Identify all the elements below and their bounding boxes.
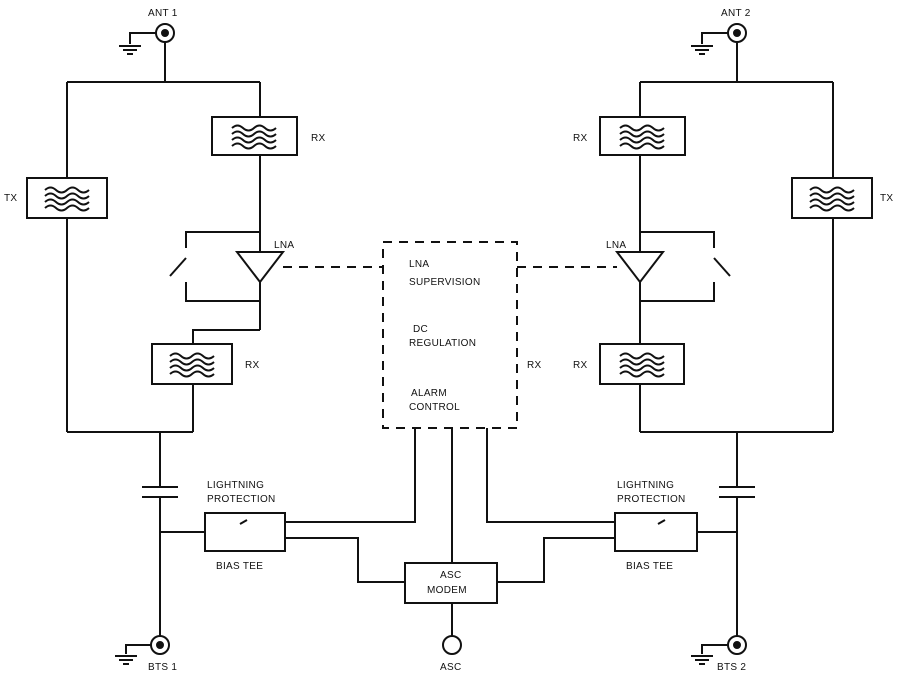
tx-filter-right (791, 177, 873, 219)
bts2-label: BTS 2 (717, 662, 746, 673)
rx-top-left-label: RX (311, 133, 326, 144)
bts-1-connector (114, 635, 170, 665)
left-capacitor (142, 486, 178, 498)
dc-regulation-line2: REGULATION (409, 338, 476, 349)
alarm-control-line1: ALARM (411, 388, 447, 399)
lna-right-amplifier (614, 251, 666, 284)
bias-tee-right-box (614, 512, 698, 552)
bias-tee-left-box (204, 512, 286, 552)
rx-filter-bottom-left (151, 343, 233, 385)
lightning-left-line2: PROTECTION (207, 494, 276, 505)
rx-bottom-right-label: RX (573, 360, 588, 371)
right-capacitor (719, 486, 755, 498)
alarm-control-line2: CONTROL (409, 402, 460, 413)
rx-top-right-label: RX (573, 133, 588, 144)
bts1-label: BTS 1 (148, 662, 177, 673)
modem-line1: ASC (440, 570, 461, 581)
rx-center-label: RX (527, 360, 542, 371)
tx-right-label: TX (880, 193, 893, 204)
asc-modem-box (404, 562, 498, 604)
lna-supervision-line2: SUPERVISION (409, 277, 480, 288)
right-wiring (639, 42, 834, 636)
asc-connector (442, 635, 462, 655)
modem-line2: MODEM (427, 585, 467, 596)
rx-bottom-left-label: RX (245, 360, 260, 371)
tx-left-label: TX (4, 193, 17, 204)
left-wiring (66, 42, 261, 636)
lna-right-label: LNA (606, 240, 626, 251)
ant2-label: ANT 2 (721, 8, 751, 19)
lightning-right-line1: LIGHTNING (617, 480, 674, 491)
lna-left-label: LNA (274, 240, 294, 251)
bts-2-connector (690, 635, 747, 665)
control-unit-box (382, 241, 518, 429)
lna-supervision-line1: LNA (409, 259, 429, 270)
rx-filter-top-left (211, 116, 298, 156)
dc-regulation-line1: DC (413, 324, 428, 335)
lightning-right-line2: PROTECTION (617, 494, 686, 505)
lightning-left-line1: LIGHTNING (207, 480, 264, 491)
rx-filter-bottom-right (599, 343, 685, 385)
lna-left-amplifier (234, 251, 286, 284)
rx-filter-top-right (599, 116, 686, 156)
ant1-label: ANT 1 (148, 8, 178, 19)
bias-tee-right-label: BIAS TEE (626, 561, 673, 572)
center-wiring (285, 428, 615, 636)
bias-tee-left-label: BIAS TEE (216, 561, 263, 572)
asc-label: ASC (440, 662, 461, 673)
tx-filter-left (26, 177, 108, 219)
